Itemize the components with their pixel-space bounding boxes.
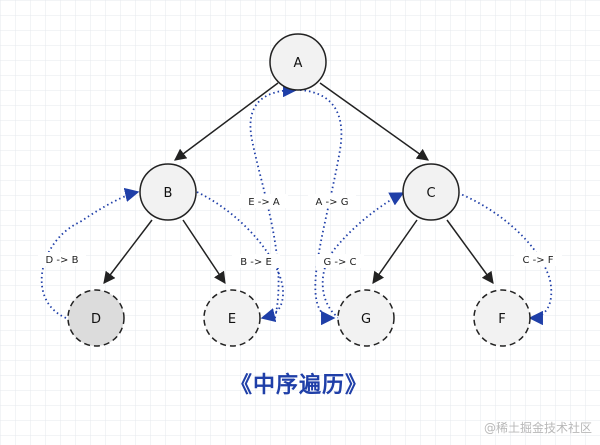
edge-label-d-b: D -> B	[46, 255, 79, 266]
node-f-label: F	[498, 312, 505, 327]
node-g: G	[337, 289, 395, 347]
traversal-arrow-d-b	[40, 187, 140, 319]
node-f-circle	[473, 289, 531, 347]
node-b: B	[139, 163, 197, 221]
node-b-label: B	[164, 186, 173, 201]
node-c: C	[402, 163, 460, 221]
label-mask	[308, 194, 356, 208]
tree-edges	[103, 82, 494, 284]
node-a-label: A	[294, 56, 303, 71]
edge-b-e	[182, 219, 226, 284]
traversal-arrow-e-a	[249, 82, 298, 319]
edge-c-f	[446, 219, 494, 284]
node-e-circle	[203, 289, 261, 347]
traversal-arrows	[40, 82, 553, 326]
edge-labels: D -> B B -> E E -> A A -> G G -> C C -> …	[38, 194, 562, 268]
node-g-circle	[337, 289, 395, 347]
edge-label-g-c: G -> C	[323, 257, 356, 268]
edge-b-d	[103, 219, 153, 284]
traversal-arrow-g-c	[321, 192, 405, 319]
node-d-label: D	[91, 312, 101, 327]
edge-a-b	[174, 82, 279, 161]
label-mask	[316, 254, 364, 268]
node-d: D	[67, 289, 125, 347]
edge-label-a-g: A -> G	[316, 197, 349, 208]
label-mask	[38, 252, 86, 266]
edge-label-e-a: E -> A	[248, 197, 280, 208]
traversal-arrow-a-g	[299, 89, 343, 326]
node-c-label: C	[426, 186, 435, 201]
node-d-circle	[67, 289, 125, 347]
node-b-circle	[139, 163, 197, 221]
node-e: E	[203, 289, 261, 347]
edge-label-b-e: B -> E	[240, 257, 272, 268]
node-g-label: G	[361, 312, 371, 327]
node-a: A	[269, 33, 327, 91]
watermark: @稀土掘金技术社区	[484, 420, 592, 435]
tree-nodes: A B C D E G F	[67, 33, 531, 347]
diagram-caption: 《中序遍历》	[230, 372, 368, 398]
node-e-label: E	[228, 312, 236, 327]
node-a-circle	[269, 33, 327, 91]
label-mask	[240, 194, 288, 208]
label-mask	[232, 254, 280, 268]
edge-c-g	[372, 219, 418, 284]
edge-label-c-f: C -> F	[522, 255, 553, 266]
label-mask	[514, 252, 562, 266]
node-f: F	[473, 289, 531, 347]
edge-a-c	[319, 82, 429, 161]
node-c-circle	[402, 163, 460, 221]
